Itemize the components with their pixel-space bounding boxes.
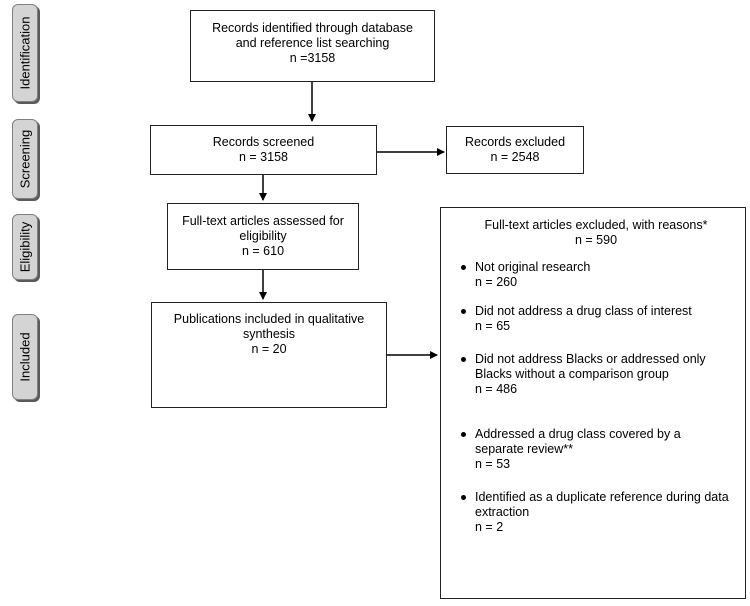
reason-count: n = 260 [475, 275, 518, 289]
bullet-icon [461, 495, 466, 500]
bullet-icon [461, 432, 466, 437]
exclusion-reason: Did not address Blacks or addressed only… [461, 352, 731, 397]
box-line: n = 20 [251, 342, 287, 356]
box-line: n = 590 [574, 233, 618, 247]
reason-label: Not original research [475, 260, 591, 274]
box-line: Publications included in qualitative [173, 312, 365, 326]
box-line: synthesis [242, 327, 296, 341]
stage-eligibility: Eligibility [12, 214, 38, 280]
reason-count: n = 2 [475, 520, 504, 534]
reason-count: n = 486 [475, 382, 518, 396]
stage-included: Included [12, 314, 38, 400]
fulltext-excluded-box: Full-text articles excluded, with reason… [440, 207, 746, 599]
reason-label: Did not address a drug class of interest [475, 304, 692, 318]
reason-label: Identified as a duplicate reference duri… [475, 490, 729, 519]
exclusion-reason: Did not address a drug class of interest… [461, 304, 731, 334]
reason-label: Addressed a drug class covered by a sepa… [475, 427, 681, 456]
fulltext-excluded-header: Full-text articles excluded, with reason… [461, 218, 731, 248]
stage-identification: Identification [12, 4, 38, 102]
box-line: n = 3158 [238, 150, 288, 164]
reason-count: n = 65 [475, 319, 511, 333]
stage-screening: Screening [12, 119, 38, 199]
box-line: n = 610 [241, 244, 285, 258]
bullet-icon [461, 357, 466, 362]
box-line: n =3158 [289, 51, 336, 65]
exclusion-reason-list: Not original research n = 260 Did not ad… [461, 260, 731, 535]
box-line: Records screened [212, 135, 315, 149]
bullet-icon [461, 265, 466, 270]
bullet-icon [461, 309, 466, 314]
records-screened-box: Records screened n = 3158 [150, 125, 377, 175]
box-line: and reference list searching [235, 36, 390, 50]
publications-included-box: Publications included in qualitative syn… [151, 302, 387, 408]
reason-count: n = 53 [475, 457, 511, 471]
box-line: n = 2548 [490, 150, 540, 164]
fulltext-assessed-box: Full-text articles assessed for eligibil… [167, 203, 359, 270]
box-line: Records identified through database [212, 21, 413, 35]
reason-label: Did not address Blacks or addressed only… [475, 352, 706, 381]
box-line: eligibility [239, 229, 287, 243]
exclusion-reason: Identified as a duplicate reference duri… [461, 490, 731, 535]
records-excluded-box: Records excluded n = 2548 [446, 126, 584, 174]
box-line: Full-text articles assessed for [182, 214, 344, 228]
records-identified-box: Records identified through database and … [190, 10, 435, 82]
box-line: Records excluded [464, 135, 566, 149]
exclusion-reason: Addressed a drug class covered by a sepa… [461, 427, 731, 472]
box-line: Full-text articles excluded, with reason… [484, 218, 708, 232]
exclusion-reason: Not original research n = 260 [461, 260, 731, 290]
